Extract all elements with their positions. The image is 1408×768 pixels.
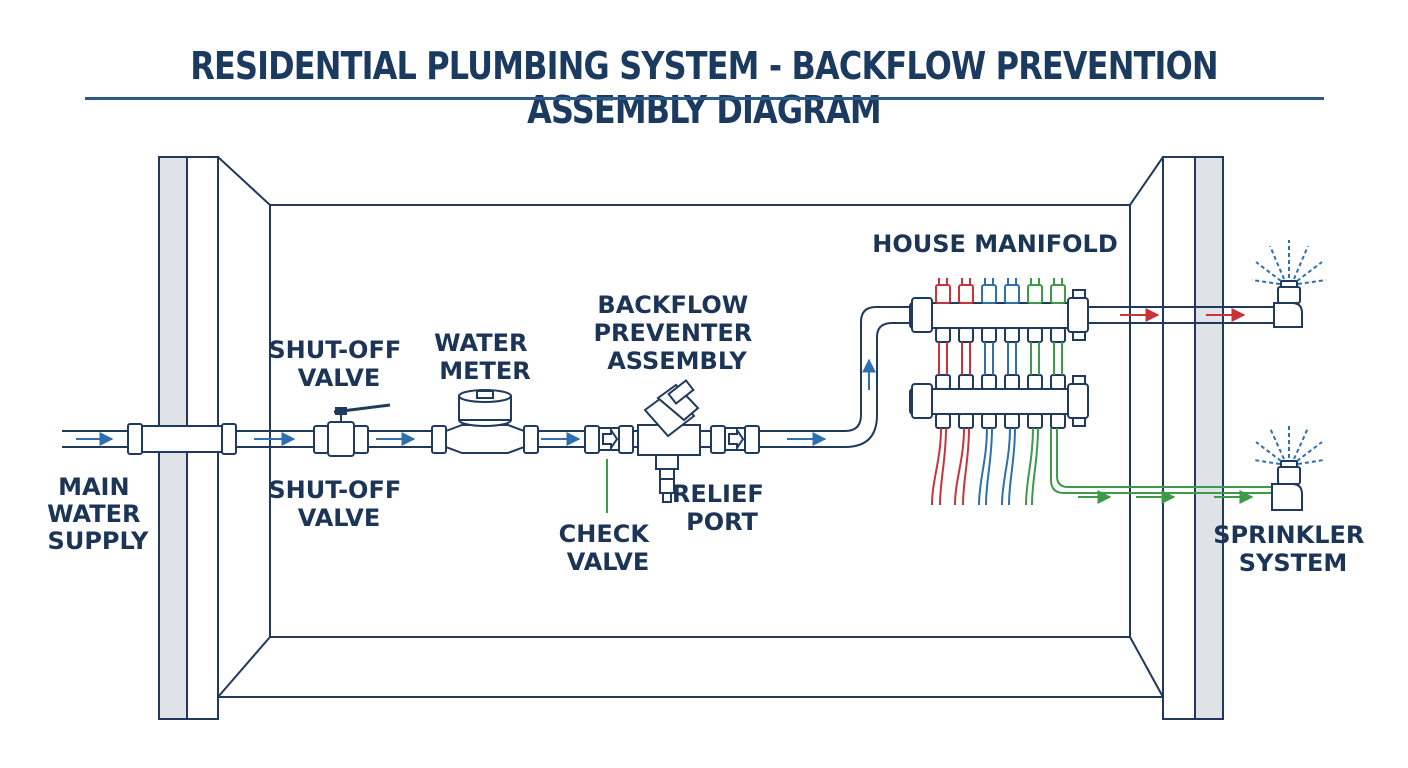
house-manifold-icon [909, 289, 1089, 427]
label-check-valve: CHECK VALVE [559, 520, 658, 576]
label-main-water-supply: MAIN WATER SUPPLY [47, 473, 149, 555]
upper-outlet-pipe [1088, 280, 1303, 328]
lower-sprinkler-head [1271, 460, 1303, 511]
label-shutoff-valve-bottom: SHUT-OFF VALVE [268, 476, 409, 532]
sprinkler-spray-icon [1251, 240, 1327, 285]
title-underline [85, 97, 1324, 100]
backflow-preventer-icon [633, 379, 712, 503]
water-meter-icon [431, 389, 539, 454]
diagram-title: RESIDENTIAL PLUMBING SYSTEM - BACKFLOW P… [190, 44, 1218, 132]
label-water-meter: WATER METER [434, 329, 536, 385]
check-valve-icon [584, 425, 634, 454]
label-house-manifold: HOUSE MANIFOLD [872, 230, 1118, 258]
label-backflow-preventer: BACKFLOW PREVENTER ASSEMBLY [593, 291, 760, 375]
sprinkler-supply-pipe [1050, 428, 1276, 494]
label-relief-port: RELIEF PORT [672, 480, 772, 536]
manifold-branches [931, 278, 1066, 506]
sprinkler-spray-icon [1253, 424, 1325, 465]
riser-pipe [759, 306, 912, 448]
label-sprinkler-system: SPRINKLER SYSTEM [1213, 521, 1373, 577]
shutoff-valve-icon [313, 403, 391, 457]
second-check-valve [710, 425, 760, 454]
room-back-wall [269, 204, 1131, 638]
label-shutoff-valve-top: SHUT-OFF VALVE [268, 336, 409, 392]
